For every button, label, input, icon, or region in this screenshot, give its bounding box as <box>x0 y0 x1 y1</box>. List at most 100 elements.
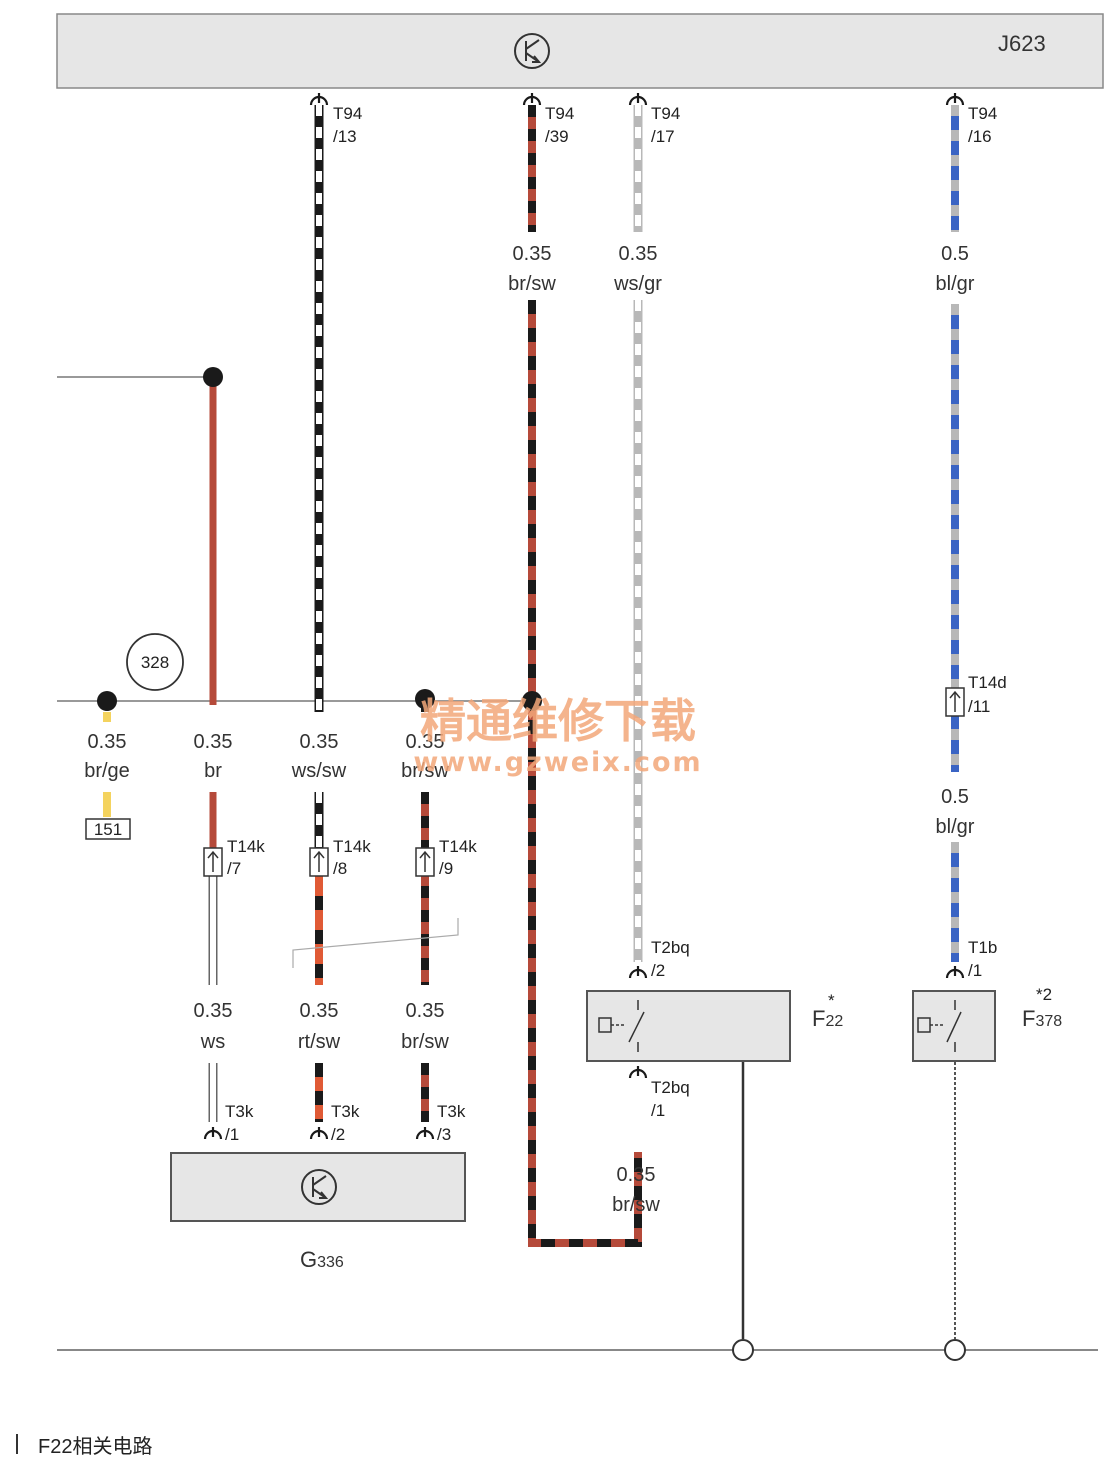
ref-box-151: 151 <box>85 818 131 840</box>
ecu-j623: J623 <box>56 13 1104 89</box>
svg-text:0.5: 0.5 <box>941 786 969 808</box>
svg-text:T3k: T3k <box>331 1102 360 1121</box>
transistor-icon <box>301 1169 337 1205</box>
svg-text:T2bq: T2bq <box>651 938 690 957</box>
component-mark: *2 <box>1036 985 1052 1004</box>
junction-dot <box>97 691 117 711</box>
ref-circle-328: 328 <box>126 633 184 691</box>
svg-text:ws: ws <box>200 1031 225 1053</box>
plug-icon <box>945 964 965 980</box>
svg-text:br/sw: br/sw <box>401 760 449 782</box>
svg-text:br/sw: br/sw <box>612 1194 660 1216</box>
svg-text:/7: /7 <box>227 859 241 878</box>
svg-text:/39: /39 <box>545 127 569 146</box>
connector-label: T2bq/1 <box>651 1078 690 1120</box>
caption-bar <box>16 1434 18 1454</box>
ecu-label: J623 <box>998 31 1046 56</box>
connector-label: T14k/8 <box>333 837 371 878</box>
svg-text:0.35: 0.35 <box>300 731 339 753</box>
wire-label: 0.35 br/sw <box>401 1000 449 1053</box>
junction-dot <box>203 367 223 387</box>
svg-text:T3k: T3k <box>437 1102 466 1121</box>
svg-text:0.5: 0.5 <box>941 243 969 265</box>
wire-label: 0.35 rt/sw <box>298 1000 341 1053</box>
inline-connector-icon <box>945 687 965 717</box>
svg-text:/1: /1 <box>651 1101 665 1120</box>
wire-br-sw-main <box>528 105 642 1247</box>
wire-label: 0.5 bl/gr <box>936 243 975 295</box>
figure-caption: F22相关电路 <box>16 1429 152 1459</box>
ref-circle-label: 328 <box>141 653 169 672</box>
svg-text:br/sw: br/sw <box>508 273 556 295</box>
component-f22: F22 * <box>586 990 843 1062</box>
svg-text:/17: /17 <box>651 127 675 146</box>
svg-text:0.35: 0.35 <box>88 731 127 753</box>
connector-label: T3k/2 <box>331 1102 360 1144</box>
svg-text:0.35: 0.35 <box>513 243 552 265</box>
svg-text:0.35: 0.35 <box>619 243 658 265</box>
plug-icon <box>522 91 542 107</box>
svg-text:0.35: 0.35 <box>406 731 445 753</box>
plug-icon <box>415 1125 435 1141</box>
svg-text:rt/sw: rt/sw <box>298 1031 341 1053</box>
caption-text: F22相关电路 <box>38 1435 153 1458</box>
wire-label: 0.5 bl/gr <box>936 786 975 838</box>
svg-text:/1: /1 <box>968 961 982 980</box>
shield-line <box>292 918 459 968</box>
svg-text:/9: /9 <box>439 859 453 878</box>
svg-text:br: br <box>204 760 222 782</box>
svg-text:ws/gr: ws/gr <box>613 273 662 295</box>
svg-text:/8: /8 <box>333 859 347 878</box>
svg-text:/1: /1 <box>225 1125 239 1144</box>
ground-terminal <box>732 1339 754 1361</box>
ground-wires <box>741 1062 956 1339</box>
svg-text:0.35: 0.35 <box>300 1000 339 1022</box>
svg-text:bl/gr: bl/gr <box>936 816 975 838</box>
svg-text:br/sw: br/sw <box>401 1031 449 1053</box>
connector-label: T14d/11 <box>968 673 1007 716</box>
component-label: F22 <box>812 1006 843 1031</box>
connector-label: T94/17 <box>651 104 680 146</box>
svg-text:/16: /16 <box>968 127 992 146</box>
junction-dot <box>415 689 435 709</box>
wire-label: 0.35 ws/sw <box>291 731 347 782</box>
svg-text:T14d: T14d <box>968 673 1007 692</box>
svg-text:T94: T94 <box>968 104 997 123</box>
svg-text:T94: T94 <box>545 104 574 123</box>
ref-box-label: 151 <box>94 820 122 839</box>
connector-label: T14k/9 <box>439 837 477 878</box>
svg-text:T14k: T14k <box>439 837 477 856</box>
connector-label: T3k/1 <box>225 1102 254 1144</box>
watermark: 精通维修下载 www.gzweix.com <box>413 694 700 778</box>
plug-icon <box>945 91 965 107</box>
wire-label: 0.35 br/ge <box>84 731 130 782</box>
connector-label: T94/39 <box>545 104 574 146</box>
ground-terminal <box>944 1339 966 1361</box>
svg-text:T1b: T1b <box>968 938 997 957</box>
svg-text:T14k: T14k <box>333 837 371 856</box>
svg-text:T94: T94 <box>333 104 362 123</box>
svg-text:bl/gr: bl/gr <box>936 273 975 295</box>
plug-icon <box>203 1125 223 1141</box>
svg-text:/2: /2 <box>651 961 665 980</box>
switch-icon <box>917 1000 962 1052</box>
connector-label: T94/16 <box>968 104 997 146</box>
svg-text:/3: /3 <box>437 1125 451 1144</box>
svg-text:/2: /2 <box>331 1125 345 1144</box>
inline-connector-icon <box>309 847 329 877</box>
svg-text:T14k: T14k <box>227 837 265 856</box>
transistor-icon <box>514 33 550 69</box>
plug-icon <box>309 91 329 107</box>
svg-text:0.35: 0.35 <box>406 1000 445 1022</box>
connector-label: T1b/1 <box>968 938 997 980</box>
component-label: F378 <box>1022 1006 1062 1031</box>
connector-label: T94/13 <box>333 104 362 146</box>
wire-label: 0.35 ws/gr <box>613 243 662 295</box>
svg-text:/11: /11 <box>968 697 990 716</box>
plug-icon <box>628 1064 648 1080</box>
svg-text:T3k: T3k <box>225 1102 254 1121</box>
inline-connector-icon <box>415 847 435 877</box>
svg-text:ws/sw: ws/sw <box>291 760 347 782</box>
svg-text:br/ge: br/ge <box>84 760 130 782</box>
